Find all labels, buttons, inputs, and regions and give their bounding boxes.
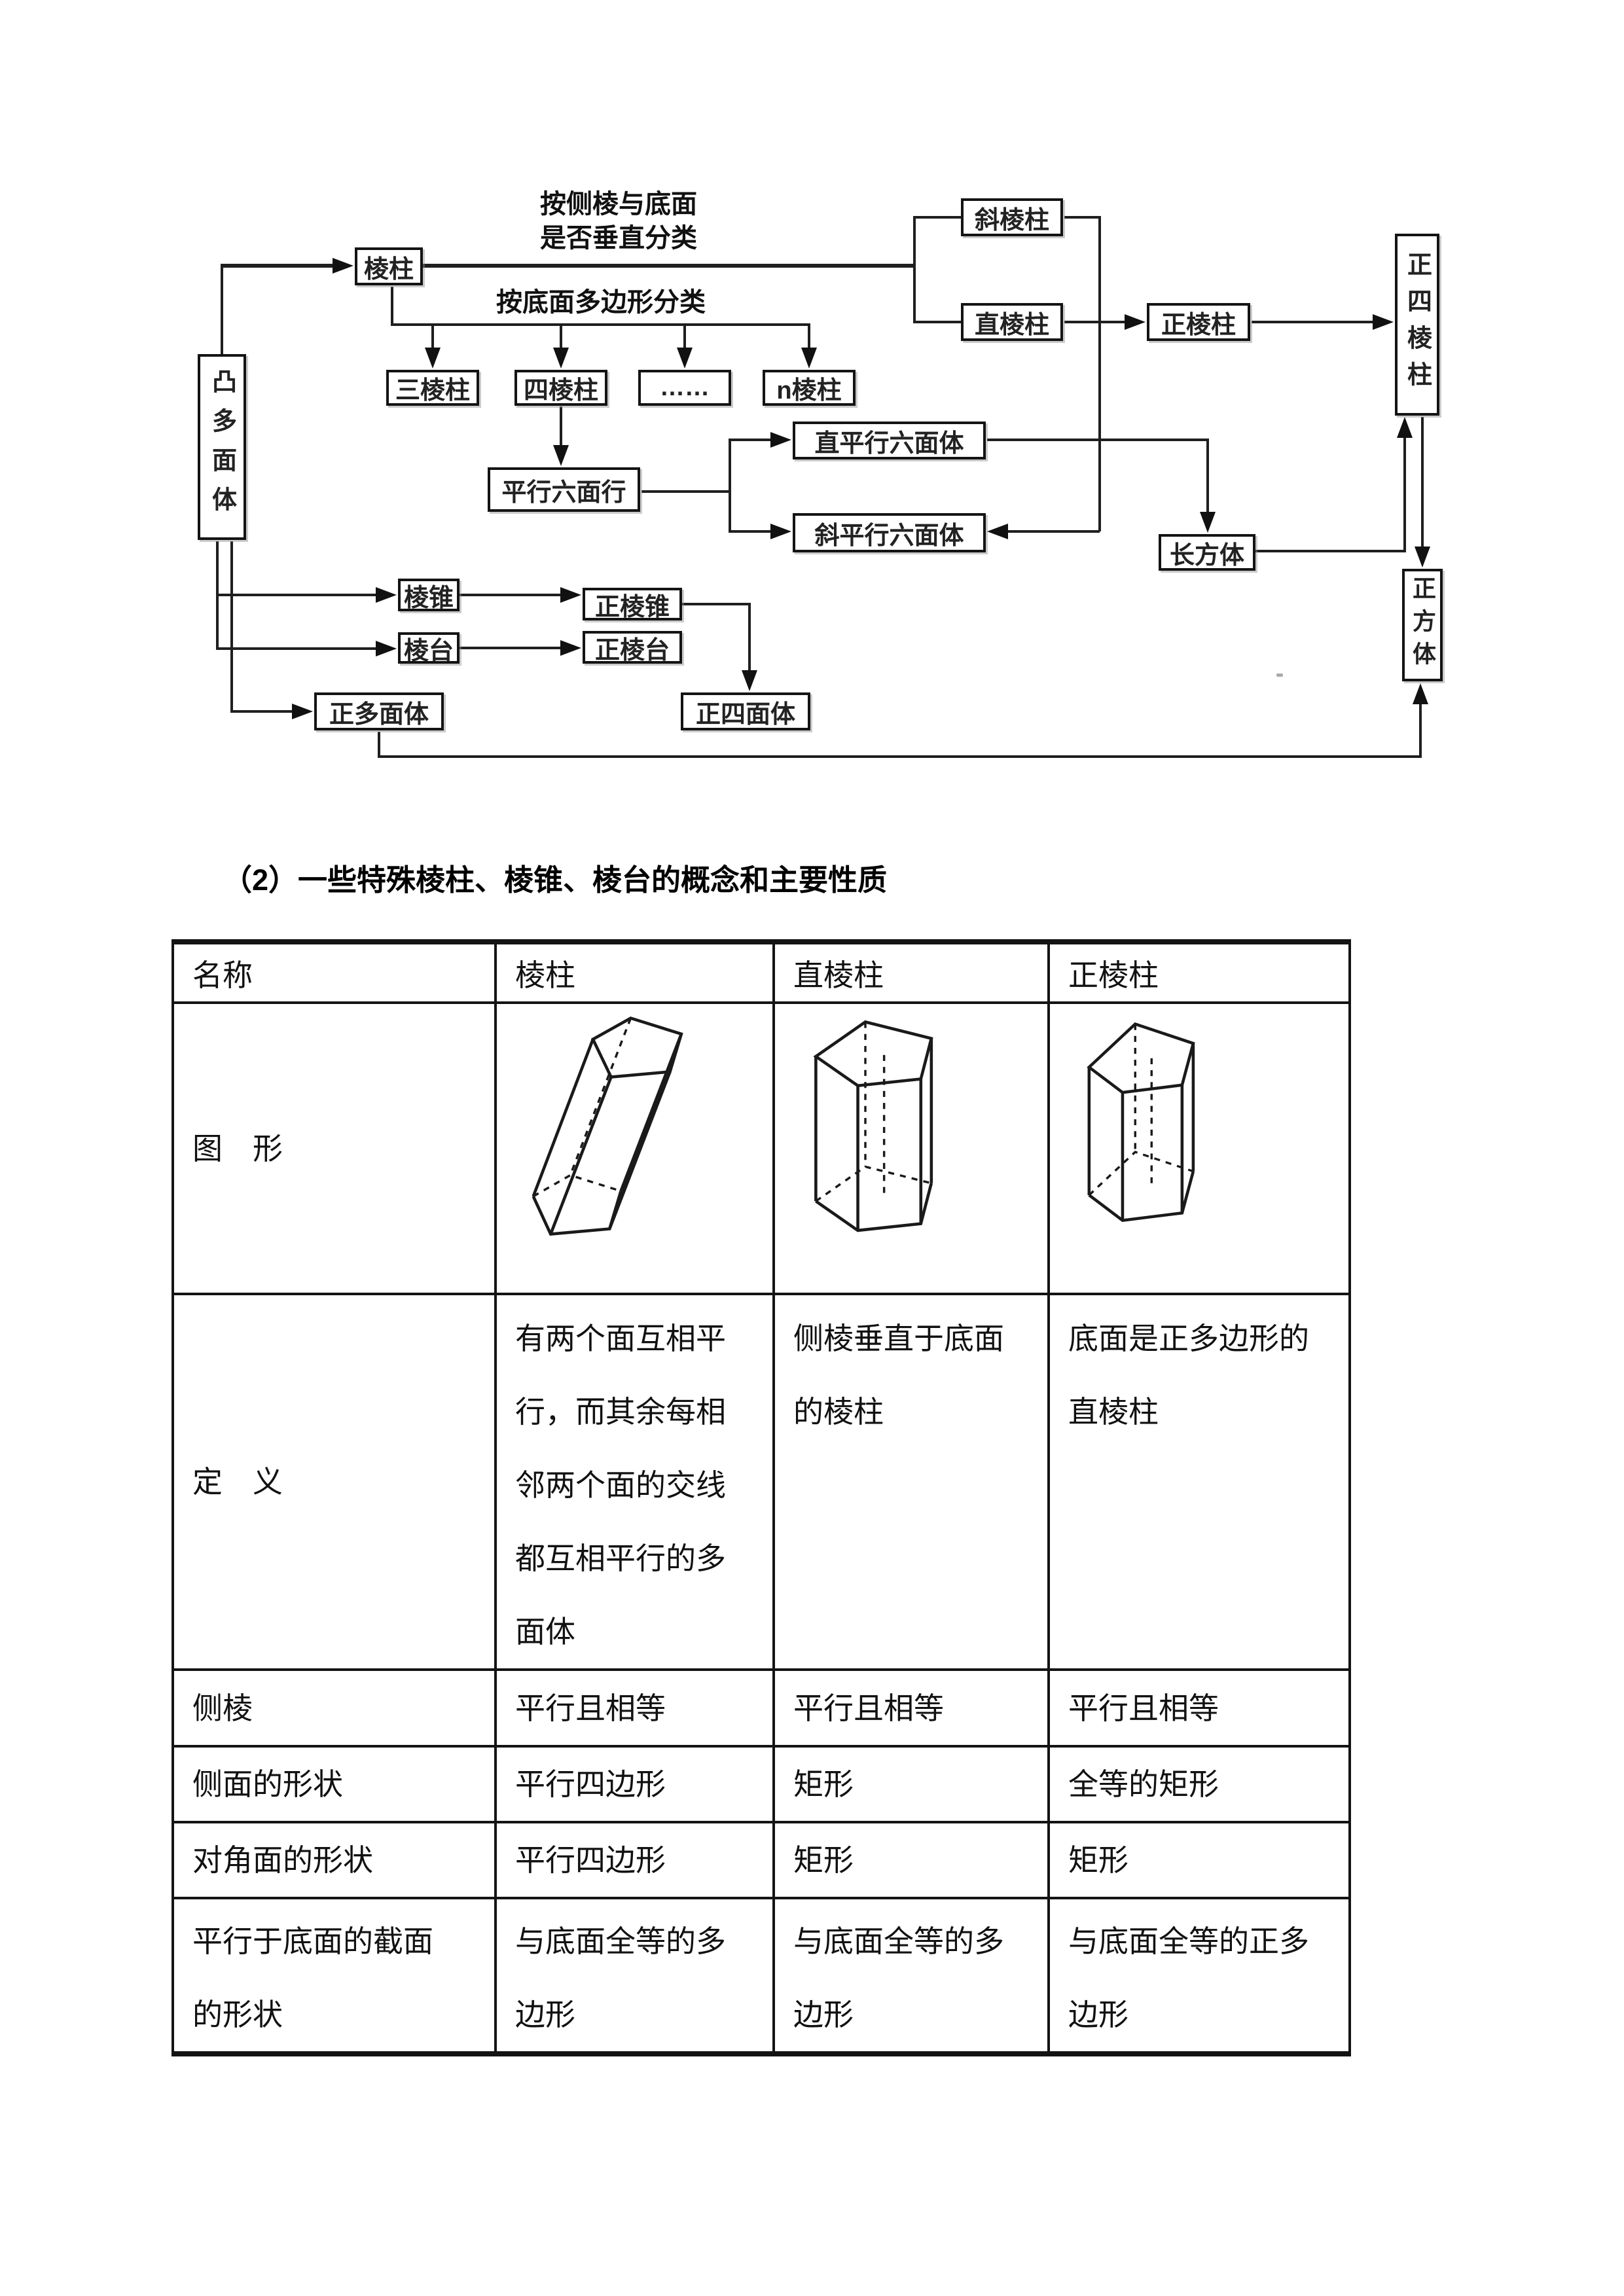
figure-cell-right-prism (772, 1001, 1050, 1295)
diagonal-face-prism: 平行四边形 (494, 1821, 775, 1899)
right-prism-figure (813, 1020, 933, 1232)
flowchart-box-n-prism: n棱柱 (763, 370, 856, 406)
lateral-face-right-prism: 矩形 (772, 1745, 1050, 1823)
flowchart-connectors (216, 216, 1430, 758)
col-header-regular-prism: 正棱柱 (1047, 941, 1351, 1004)
flowchart-box-frustum: 棱台 (398, 632, 460, 665)
flowchart-box-cube: 正方体 (1402, 569, 1443, 681)
flowchart-box-regular-polyhedron: 正多面体 (314, 692, 444, 730)
classify-by-lateral-label: 按侧棱与底面 是否垂直分类 (501, 187, 736, 255)
flowchart-box-regular-quad-prism: 正四棱柱 (1395, 234, 1439, 416)
prism-properties-table: 名称 棱柱 直棱柱 正棱柱 图 形 (171, 939, 1351, 2056)
figure-row: 图 形 (171, 1001, 1351, 1295)
diagonal-face-right-prism: 矩形 (772, 1821, 1050, 1899)
flowchart-box-pyramid: 棱锥 (398, 579, 460, 612)
flowchart-box-regular-frustum: 正棱台 (583, 631, 682, 664)
definition-row: 定 义 有两个面互相平行，而其余每相邻两个面的交线都互相平行的多面体 侧棱垂直于… (171, 1293, 1351, 1671)
parallel-section-right-prism: 与底面全等的多边形 (772, 1897, 1050, 2055)
col-header-prism: 棱柱 (494, 941, 775, 1004)
classify-by-base-label: 按底面多边形分类 (496, 288, 706, 317)
classify-by-lateral-line1: 按侧棱与底面 (540, 190, 697, 219)
flowchart-box-triangular-prism: 三棱柱 (386, 370, 479, 406)
lateral-edges-row: 侧棱 平行且相等 平行且相等 平行且相等 (171, 1668, 1351, 1748)
parallel-section-prism: 与底面全等的多边形 (494, 1897, 775, 2055)
diagonal-face-regular-prism: 矩形 (1047, 1821, 1351, 1899)
row-label-figure: 图 形 (171, 1001, 497, 1295)
lateral-face-regular-prism: 全等的矩形 (1047, 1745, 1351, 1823)
oblique-prism-figure (532, 1016, 683, 1236)
flowchart-box-oblique-prism: 斜棱柱 (961, 198, 1063, 236)
table-header-row: 名称 棱柱 直棱柱 正棱柱 (171, 941, 1351, 1004)
classification-flowchart: 按侧棱与底面 是否垂直分类 按底面多边形分类 凸多面体 棱柱 斜棱柱 直棱柱 正… (0, 0, 1624, 838)
diagonal-face-shape-row: 对角面的形状 平行四边形 矩形 矩形 (171, 1821, 1351, 1899)
lateral-face-prism: 平行四边形 (494, 1745, 775, 1823)
classify-by-lateral-line2: 是否垂直分类 (540, 224, 697, 253)
regular-prism-figure (1087, 1022, 1195, 1222)
connector-lines (216, 216, 1424, 758)
figure-cell-prism (494, 1001, 775, 1295)
parallel-section-shape-row: 平行于底面的截面的形状 与底面全等的多边形 与底面全等的多边形 与底面全等的正多… (171, 1897, 1351, 2055)
lateral-edges-prism: 平行且相等 (494, 1668, 775, 1748)
flowchart-box-regular-pyramid: 正棱锥 (583, 588, 682, 621)
flowchart-box-oblique-parallelepiped: 斜平行六面体 (793, 513, 986, 552)
definition-regular-prism: 底面是正多边形的直棱柱 (1047, 1293, 1351, 1671)
flowchart-box-ellipsis: …… (638, 370, 731, 406)
flowchart-box-cuboid: 长方体 (1159, 534, 1255, 571)
row-label-diagonal-face-shape: 对角面的形状 (171, 1821, 497, 1899)
parallel-section-regular-prism: 与底面全等的正多边形 (1047, 1897, 1351, 2055)
definition-right-prism: 侧棱垂直于底面的棱柱 (772, 1293, 1050, 1671)
scan-artifact-dot (1276, 673, 1283, 677)
lateral-face-shape-row: 侧面的形状 平行四边形 矩形 全等的矩形 (171, 1745, 1351, 1823)
arrowheads (292, 258, 1430, 719)
definition-prism: 有两个面互相平行，而其余每相邻两个面的交线都互相平行的多面体 (494, 1293, 775, 1671)
flowchart-box-right-parallelepiped: 直平行六面体 (793, 422, 986, 459)
col-header-right-prism: 直棱柱 (772, 941, 1050, 1004)
flowchart-box-regular-prism: 正棱柱 (1147, 303, 1250, 341)
row-label-lateral-edges: 侧棱 (171, 1668, 497, 1748)
col-header-name: 名称 (171, 941, 497, 1004)
flowchart-box-right-prism: 直棱柱 (961, 303, 1063, 341)
flowchart-box-quadrangular-prism: 四棱柱 (514, 370, 607, 406)
flowchart-box-regular-tetrahedron: 正四面体 (681, 692, 810, 730)
lateral-edges-right-prism: 平行且相等 (772, 1668, 1050, 1748)
section-heading: （2）一些特殊棱柱、棱锥、棱台的概念和主要性质 (223, 863, 888, 897)
figure-cell-regular-prism (1047, 1001, 1351, 1295)
flowchart-box-prism: 棱柱 (355, 247, 423, 285)
flowchart-box-convex-polyhedron: 凸多面体 (198, 354, 246, 540)
lateral-edges-regular-prism: 平行且相等 (1047, 1668, 1351, 1748)
row-label-lateral-face-shape: 侧面的形状 (171, 1745, 497, 1823)
flowchart-box-parallelepiped: 平行六面行 (488, 467, 640, 512)
row-label-parallel-section: 平行于底面的截面的形状 (171, 1897, 497, 2055)
row-label-definition: 定 义 (171, 1293, 497, 1671)
